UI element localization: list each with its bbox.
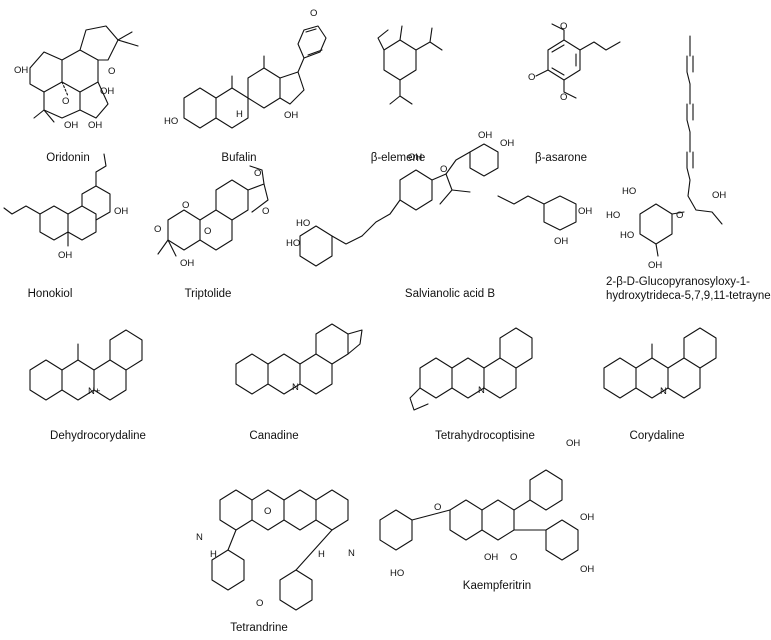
atom-label: H — [318, 549, 325, 560]
atom-label: O — [264, 506, 271, 517]
atom-label: N — [196, 532, 203, 543]
atom-label: OH — [478, 130, 492, 141]
compound-label-oridonin: Oridonin — [46, 152, 90, 164]
atom-label: O — [676, 210, 683, 221]
atom-label: HO — [606, 210, 620, 221]
compound-label-tetrayne-line1: 2-β-D-Glucopyranosyloxy-1- — [606, 276, 751, 288]
oridonin-structure: OH O OH O OH OH — [14, 25, 139, 131]
tetrahydrocoptisine-structure: N — [409, 327, 533, 411]
dehydrocorydaline-structure: N+ — [29, 329, 143, 401]
compound-label-corydaline: Corydaline — [629, 430, 685, 442]
atom-label: HO — [286, 238, 300, 249]
atom-label: OH — [180, 258, 194, 269]
compound-label-bufalin: Bufalin — [221, 152, 257, 164]
atom-label: OH — [648, 260, 662, 271]
compound-label-tetrahydrocoptisine: Tetrahydrocoptisine — [435, 430, 535, 442]
compound-label-triptolide: Triptolide — [184, 288, 232, 300]
atom-label: OH — [114, 206, 128, 217]
atom-label: OH — [88, 120, 102, 131]
atom-label: HO — [164, 116, 178, 127]
atom-label: O — [62, 96, 69, 107]
atom-label: O — [262, 206, 269, 217]
atom-label: OH — [500, 138, 514, 149]
atom-label: HO — [622, 186, 636, 197]
atom-label: OH — [58, 250, 72, 261]
atom-label: OH — [578, 206, 592, 217]
atom-label: O — [560, 92, 567, 103]
atom-label: OH — [712, 190, 726, 201]
atom-label: O — [310, 8, 317, 19]
atom-label: N+ — [88, 386, 101, 397]
compound-label-honokiol: Honokiol — [27, 288, 73, 300]
atom-label: OH — [580, 512, 594, 523]
atom-label: O — [254, 168, 261, 179]
compound-label-dehydrocorydaline: Dehydrocorydaline — [50, 430, 146, 442]
atom-label: OH — [14, 65, 28, 76]
kaempferitrin-structure: OH OH O O HO OH OH — [379, 438, 594, 579]
atom-label: H — [210, 549, 217, 560]
atom-label: OH — [408, 152, 422, 163]
atom-label: O — [440, 164, 447, 175]
beta-elemene-structure — [377, 25, 443, 105]
atom-label: N — [478, 385, 485, 396]
tetrayne-glucoside-structure: O HO HO HO OH OH — [606, 35, 726, 271]
bufalin-structure: O HO OH H — [164, 8, 327, 129]
atom-label: O — [204, 226, 211, 237]
atom-label: OH — [554, 236, 568, 247]
honokiol-structure: OH OH — [3, 153, 128, 261]
compound-label-canadine: Canadine — [249, 430, 299, 442]
compound-label-tetrandrine: Tetrandrine — [230, 622, 288, 634]
atom-label: HO — [296, 218, 310, 229]
atom-label: N — [660, 386, 667, 397]
atom-label: O — [108, 66, 115, 77]
compound-label-kaempferitrin: Kaempferitrin — [462, 580, 532, 592]
atom-label: O — [182, 200, 189, 211]
compound-label-salvianolic-acid-b: Salvianolic acid B — [404, 288, 496, 300]
atom-label: O — [510, 552, 517, 563]
atom-label: N — [292, 382, 299, 393]
atom-label: O — [560, 21, 567, 32]
atom-label: OH — [484, 552, 498, 563]
salvianolic-acid-b-structure: OH OH OH O HO HO OH OH — [286, 130, 592, 267]
atom-label: N — [348, 548, 355, 559]
corydaline-structure: N — [603, 327, 717, 399]
atom-label: HO — [390, 568, 404, 579]
tetrandrine-structure: N N O O H H — [196, 489, 355, 611]
atom-label: OH — [566, 438, 580, 449]
canadine-structure: N — [235, 323, 363, 395]
compound-label-beta-elemene: β-elemene — [370, 152, 426, 164]
atom-label: O — [154, 224, 161, 235]
atom-label: OH — [64, 120, 78, 131]
atom-label: HO — [620, 230, 634, 241]
compound-label-beta-asarone: β-asarone — [534, 152, 588, 164]
atom-label: O — [528, 72, 535, 83]
triptolide-structure: O O O O O OH — [154, 165, 269, 269]
atom-label: O — [434, 502, 441, 513]
atom-label: OH — [580, 564, 594, 575]
atom-label: O — [256, 598, 263, 609]
beta-asarone-structure: O O O — [528, 21, 621, 103]
compound-label-tetrayne-line2: hydroxytrideca-5,7,9,11-tetrayne — [606, 290, 771, 302]
atom-label: H — [236, 109, 243, 120]
atom-label: OH — [284, 110, 298, 121]
atom-label: OH — [100, 86, 114, 97]
